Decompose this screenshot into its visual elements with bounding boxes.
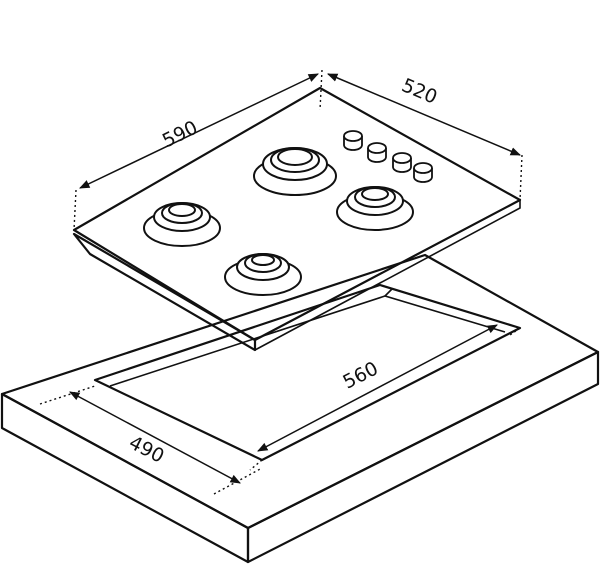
- extension-line: [319, 69, 323, 111]
- dimension-line: [327, 73, 521, 156]
- worktop: [0, 253, 600, 564]
- knob-1: [343, 130, 363, 151]
- extension-line: [509, 327, 521, 336]
- dimension-line: [257, 324, 498, 452]
- dimension-line: [69, 391, 241, 484]
- burner-left: [143, 202, 221, 247]
- burner-front-small: [224, 253, 302, 296]
- burner-rear-large: [253, 147, 337, 196]
- worktop-front-face: [0, 392, 250, 564]
- knob-2: [367, 142, 387, 163]
- cutout-depth-label: 490: [125, 432, 167, 468]
- extension-line: [73, 189, 77, 231]
- knob-3: [392, 152, 412, 173]
- worktop-side-face: [246, 350, 600, 564]
- cutout-width-label: 560: [339, 357, 381, 393]
- knob-4: [413, 162, 433, 183]
- cutout-corner-edge: [384, 288, 393, 297]
- cutout-depth-dimension: 490: [39, 385, 263, 495]
- hob-top-surface: [72, 86, 522, 342]
- extension-line: [213, 467, 263, 495]
- extension-line: [249, 459, 263, 471]
- dimension-line: [79, 73, 319, 189]
- extension-line: [519, 154, 523, 201]
- hob-depth-label: 520: [398, 74, 440, 108]
- burner-right: [336, 186, 414, 231]
- worktop-top-face: [0, 253, 600, 530]
- hob-width-label: 590: [159, 117, 201, 153]
- hob-side-face: [72, 232, 257, 352]
- control-knobs: [343, 130, 433, 183]
- hob-underside-edge: [254, 198, 521, 351]
